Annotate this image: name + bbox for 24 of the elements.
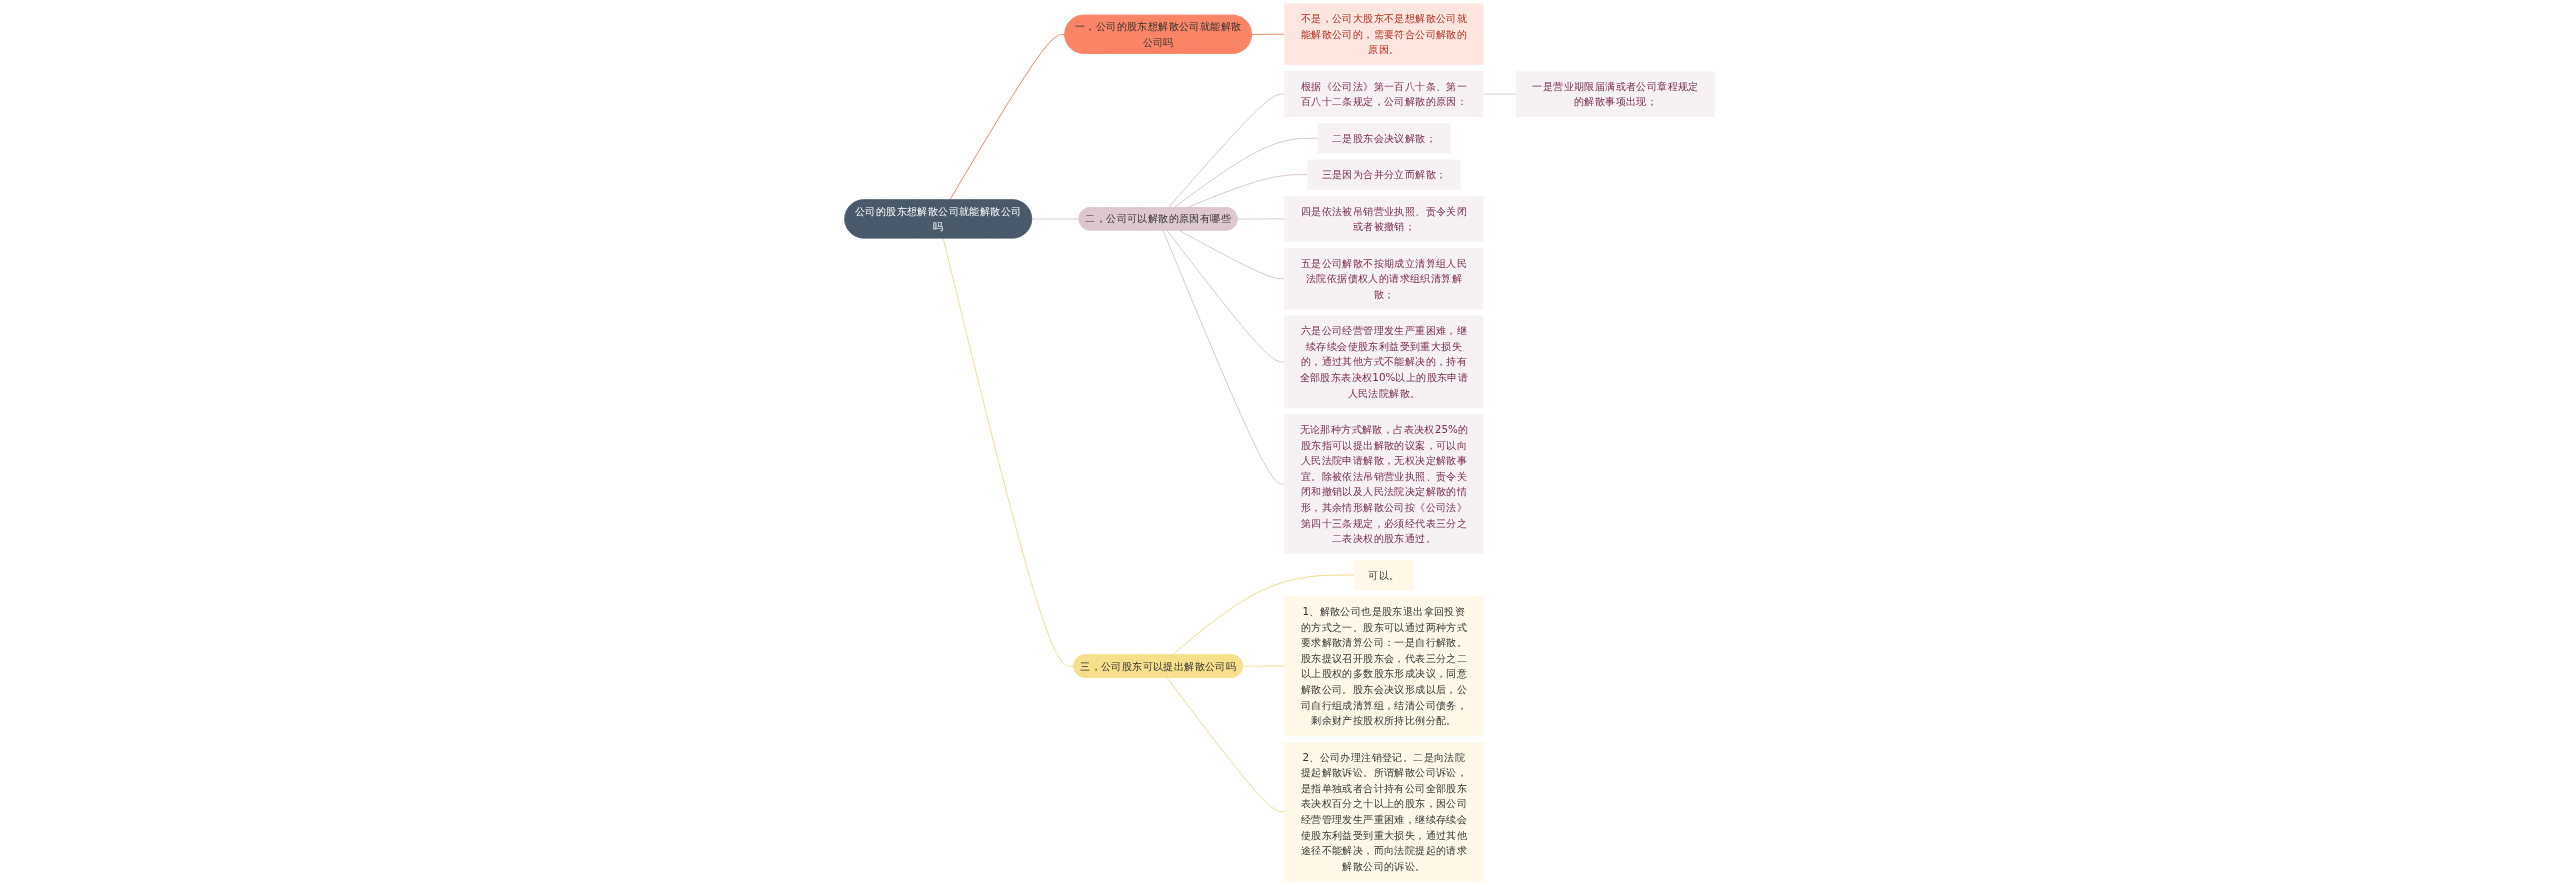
node-box: 1、解散公司也是股东退出拿回投资的方式之一。股东可以通过两种方式要求解散清算公司：一是自行解散。股东提议召开股东会，代表三分之二以上股权的多数股东形成决议，同意解散公司。股东会决议形成以后，公司自行组成清算组，结清公司债务，剩余财产按股权所持比例分配。 bbox=[1284, 596, 1484, 736]
node-box: 四是依法被吊销营业执照、责令关闭或者被撤销； bbox=[1284, 195, 1484, 242]
connector bbox=[1173, 137, 1319, 209]
node-box: 根据《公司法》第一百八十条、第一百八十二条规定，公司解散的原因： bbox=[1284, 71, 1484, 117]
connector bbox=[949, 34, 1066, 201]
connector bbox=[1162, 230, 1286, 485]
node-box: 二是股东会决议解散； bbox=[1317, 123, 1451, 154]
node-box: 无论那种方式解散，占表决权25%的股东指可以提出解散的议案，可以向人民法院申请解散，无权决定解散事宜。除被依法吊销营业执照、责令关闭和撤销以及人民法院决定解散的情形，其余情形解散公司按《公司法》第四十三条规定，必须经代表三分之二表决权的股东通过。 bbox=[1284, 414, 1484, 554]
connector bbox=[1166, 230, 1286, 363]
connector bbox=[1482, 93, 1517, 95]
node-box: 2、公司办理注销登记。二是向法院提起解散诉讼。所谓解散公司诉讼，是指单独或者合计持有公司全部股东表决权百分之十以上的股东，因公司经营管理发生严重困难，继续存续会使股东利益受到重大损失，通过其他途径不能解决，而向法院提起的请求解散公司的诉讼。 bbox=[1284, 742, 1484, 882]
connector bbox=[1178, 230, 1286, 280]
node-box: 一是营业期限届满或者公司章程规定的解散事项出现； bbox=[1516, 71, 1716, 117]
connector bbox=[1166, 677, 1286, 813]
connector bbox=[942, 237, 1075, 667]
node-box: 三是因为合并分立而解散； bbox=[1307, 159, 1461, 190]
node-box: 不是，公司大股东不是想解散公司就能解散公司的，需要符合公司解散的原因。 bbox=[1284, 3, 1484, 65]
connector bbox=[1171, 574, 1355, 656]
connector bbox=[1168, 93, 1286, 209]
connector bbox=[1251, 33, 1286, 35]
node-box: 五是公司解散不按期成立清算组人民法院依据债权人的请求组织清算解散； bbox=[1284, 247, 1484, 310]
node-box: 可以。 bbox=[1354, 560, 1415, 591]
node-box: 六是公司经营管理发生严重困难，继续存续会使股东利益受到重大损失的，通过其他方式不能解决的，持有全部股东表决权10%以上的股东申请人民法院解散。 bbox=[1284, 315, 1484, 409]
connector bbox=[1242, 665, 1286, 667]
